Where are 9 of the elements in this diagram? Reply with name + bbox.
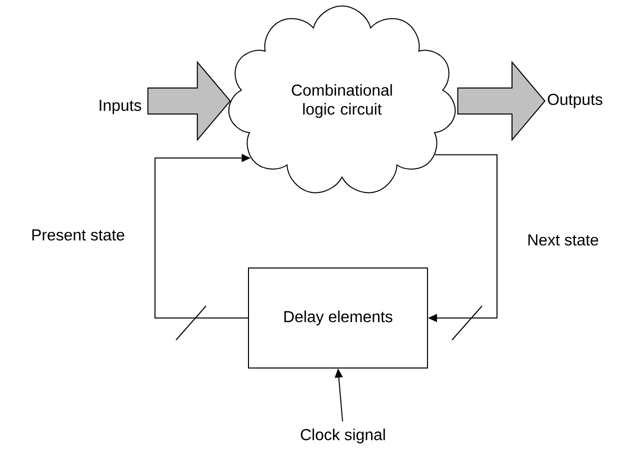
- node-text: Clock signal: [300, 428, 385, 444]
- block-arrow: [147, 60, 231, 142]
- node-text: Outputs: [548, 94, 602, 108]
- edge-label: Next state: [526, 233, 600, 247]
- logic-cloud: Combinational logic circuit: [228, 6, 456, 194]
- block-arrow: [457, 60, 546, 142]
- process-box: Delay elements: [248, 268, 428, 368]
- node-text: Inputs: [100, 100, 142, 114]
- edge-label: Present state: [30, 228, 126, 242]
